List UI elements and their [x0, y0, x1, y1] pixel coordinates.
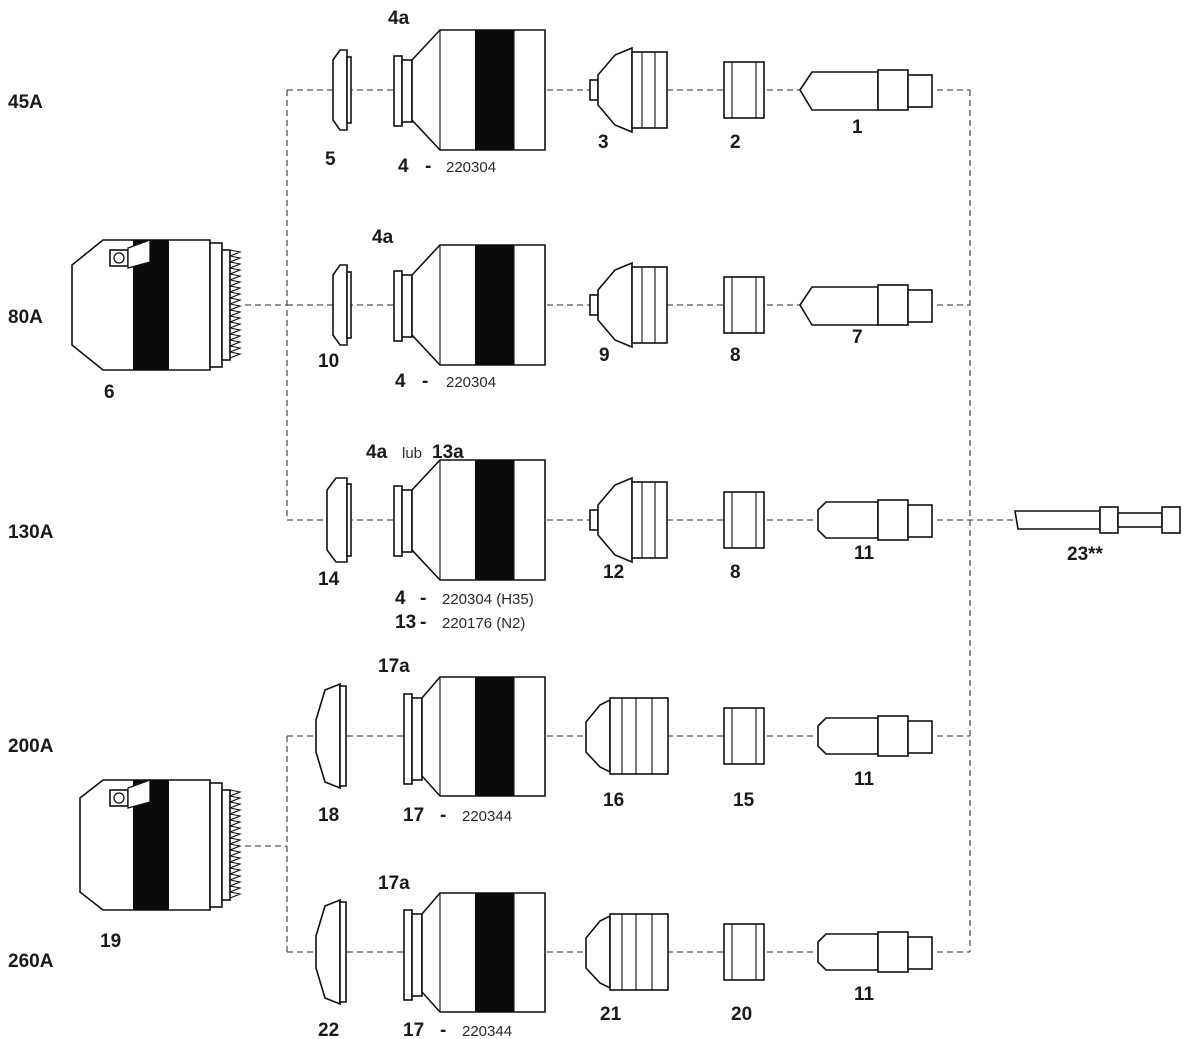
row-label-260a: 260A: [8, 951, 54, 972]
shield-4: [393, 29, 546, 151]
part-number-5: 5: [325, 149, 336, 170]
torch-body-19: [79, 779, 242, 911]
nozzle-21: [585, 913, 669, 991]
part-number-4a-80a: 4a: [372, 227, 394, 248]
nozzle-16: [585, 697, 669, 775]
part-code-4-80a: 220304: [446, 374, 496, 391]
part-number-4-80a: 4: [395, 371, 406, 392]
dash-45a: -: [425, 156, 431, 177]
part-number-11-130a: 11: [854, 543, 875, 564]
swirl-ring-15: [723, 707, 765, 765]
row-label-45a: 45A: [8, 92, 43, 113]
nozzle-9: [589, 261, 668, 349]
part-number-21: 21: [600, 1004, 622, 1025]
electrode-11-200a: [817, 715, 933, 757]
electrode-1: [799, 69, 933, 111]
dash-130a-4: -: [420, 588, 426, 609]
dash-130a-13: -: [420, 612, 426, 633]
part-number-8-80a: 8: [730, 345, 741, 366]
part-number-11-200a: 11: [854, 769, 875, 790]
part-number-14: 14: [318, 569, 340, 590]
part-code-4-130a: 220304 (H35): [442, 591, 534, 608]
part-number-2: 2: [730, 132, 741, 153]
shield-cap-22: [315, 898, 347, 1006]
lubricant-label: lub: [402, 445, 422, 462]
shield-cap-14: [326, 477, 352, 563]
swirl-ring-8-80a: [723, 276, 765, 334]
part-number-16: 16: [603, 790, 624, 811]
part-number-7: 7: [852, 327, 863, 348]
part-number-19: 19: [100, 931, 121, 952]
part-number-17a-200a: 17a: [378, 656, 410, 677]
part-number-1: 1: [852, 117, 863, 138]
shield-cap-5: [332, 49, 352, 131]
shield-4-130a: [393, 459, 546, 581]
dash-200a: -: [440, 805, 446, 826]
part-code-17-200a: 220344: [462, 808, 512, 825]
row-label-200a: 200A: [8, 736, 54, 757]
part-number-20: 20: [731, 1004, 752, 1025]
part-number-23: 23**: [1067, 544, 1104, 565]
part-code-13: 220176 (N2): [442, 615, 525, 632]
row-label-130a: 130A: [8, 522, 54, 543]
part-number-22: 22: [318, 1020, 339, 1039]
part-number-9: 9: [599, 345, 610, 366]
electrode-11-260a: [817, 931, 933, 973]
part-number-13a: 13a: [432, 442, 464, 463]
shield-17-260a: [403, 892, 546, 1013]
tool-23: [1014, 506, 1181, 534]
part-number-17-260a: 17: [403, 1020, 424, 1039]
electrode-11-130a: [817, 499, 933, 541]
electrode-7: [799, 284, 933, 326]
swirl-ring-8-130a: [723, 491, 765, 549]
swirl-ring-2: [723, 61, 765, 119]
dash-80a: -: [422, 371, 428, 392]
part-number-3: 3: [598, 132, 609, 153]
part-number-17a-260a: 17a: [378, 873, 410, 894]
part-number-10: 10: [318, 351, 339, 372]
shield-cap-18: [315, 682, 347, 790]
shield-cap-10: [332, 264, 352, 346]
torch-body-6: [71, 239, 242, 371]
part-number-18: 18: [318, 805, 339, 826]
nozzle-3: [589, 46, 668, 134]
row-label-80a: 80A: [8, 307, 43, 328]
part-number-17-200a: 17: [403, 805, 424, 826]
part-number-15: 15: [733, 790, 755, 811]
part-code-4-45a: 220304: [446, 159, 496, 176]
dash-260a: -: [440, 1020, 446, 1039]
part-number-4-45a: 4: [398, 156, 409, 177]
part-number-12: 12: [603, 562, 624, 583]
part-number-4a-130a: 4a: [366, 442, 388, 463]
part-number-8-130a: 8: [730, 562, 741, 583]
part-code-17-260a: 220344: [462, 1023, 512, 1039]
shield-4-80a: [393, 244, 546, 366]
swirl-ring-20: [723, 923, 765, 981]
part-number-4a-45a: 4a: [388, 8, 410, 29]
part-number-11-260a: 11: [854, 984, 875, 1005]
nozzle-12: [589, 476, 668, 564]
part-number-13: 13: [395, 612, 416, 633]
part-number-4-130a: 4: [395, 588, 406, 609]
part-number-6: 6: [104, 382, 115, 403]
shield-17-200a: [403, 676, 546, 797]
